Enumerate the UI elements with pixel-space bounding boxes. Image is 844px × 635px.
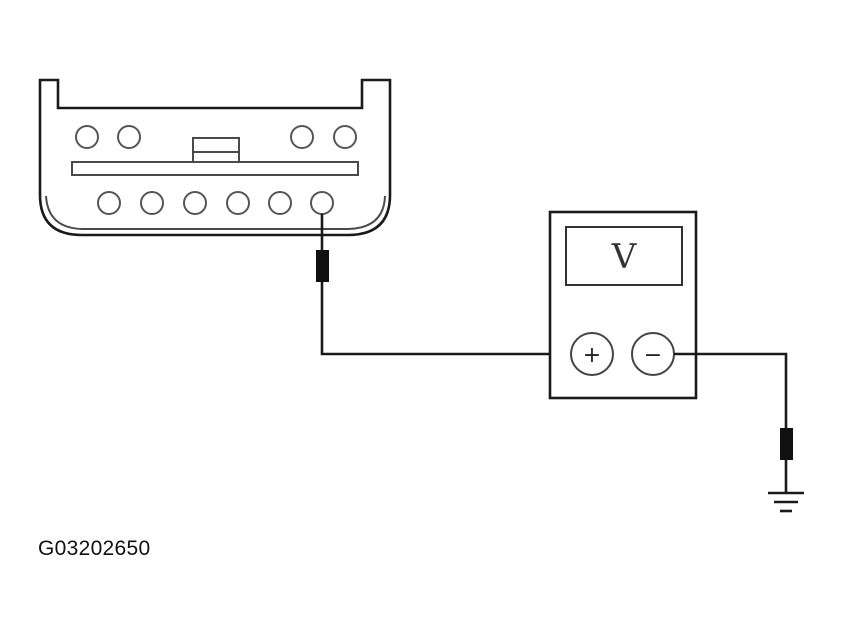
voltmeter-display-label: V — [611, 237, 638, 277]
probe-handle — [316, 250, 329, 282]
connector-pin — [183, 191, 207, 215]
positive-lead-wire — [320, 282, 572, 356]
positive-terminal-label: + — [583, 343, 601, 368]
voltmeter-display — [565, 226, 683, 286]
connector-pin — [226, 191, 250, 215]
connector-inner-edge — [45, 195, 386, 230]
connector-pin — [290, 125, 314, 149]
connector-pin — [117, 125, 141, 149]
connector-pin — [97, 191, 121, 215]
connector-pin — [333, 125, 357, 149]
negative-probe — [674, 352, 793, 492]
connector-pin-tested — [310, 191, 334, 215]
positive-terminal — [570, 332, 614, 376]
connector — [38, 78, 392, 237]
connector-pin — [140, 191, 164, 215]
connector-pin — [75, 125, 99, 149]
ground-icon — [768, 491, 804, 513]
connector-lock-tab — [192, 137, 240, 163]
connector-housing — [38, 78, 392, 237]
probe-handle — [780, 428, 793, 460]
negative-terminal-label: − — [644, 343, 662, 368]
connector-pin — [268, 191, 292, 215]
figure-id: G03202650 — [38, 537, 151, 560]
positive-probe — [316, 214, 572, 356]
negative-lead-wire — [674, 352, 788, 428]
connector-divider — [71, 161, 359, 176]
voltmeter: V + − — [548, 210, 698, 400]
